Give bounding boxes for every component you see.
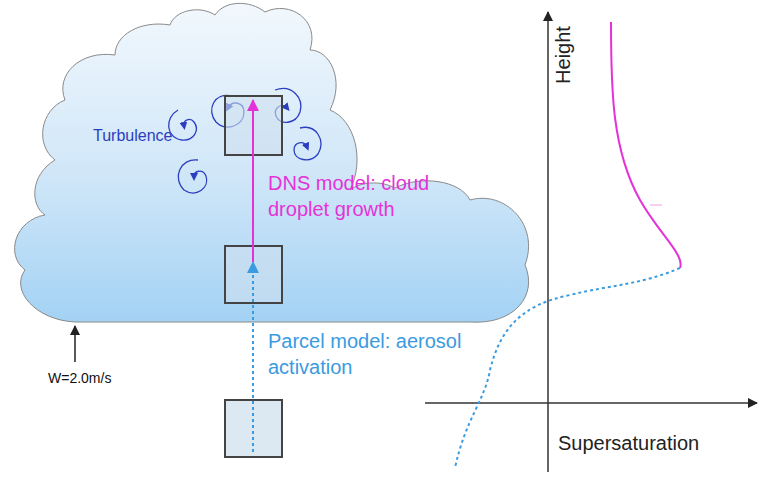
dns-profile-curve [611, 22, 681, 268]
updraft-arrow [74, 326, 76, 362]
cloud-outline [15, 3, 529, 322]
updraft-label: W=2.0m/s [48, 369, 158, 387]
parcel-model-label: Parcel model: aerosol activation [268, 328, 498, 380]
parcel-model-path [252, 262, 254, 452]
turbulence-label: Turbulence [93, 126, 213, 147]
dns-model-label: DNS model: cloud droplet growth [268, 170, 483, 222]
axis-label: Supersaturation [558, 430, 748, 456]
axis-label: Height [550, 26, 576, 84]
dns-model-path [252, 100, 254, 262]
supersaturation-axis [425, 402, 757, 404]
tick-mark [650, 205, 662, 206]
